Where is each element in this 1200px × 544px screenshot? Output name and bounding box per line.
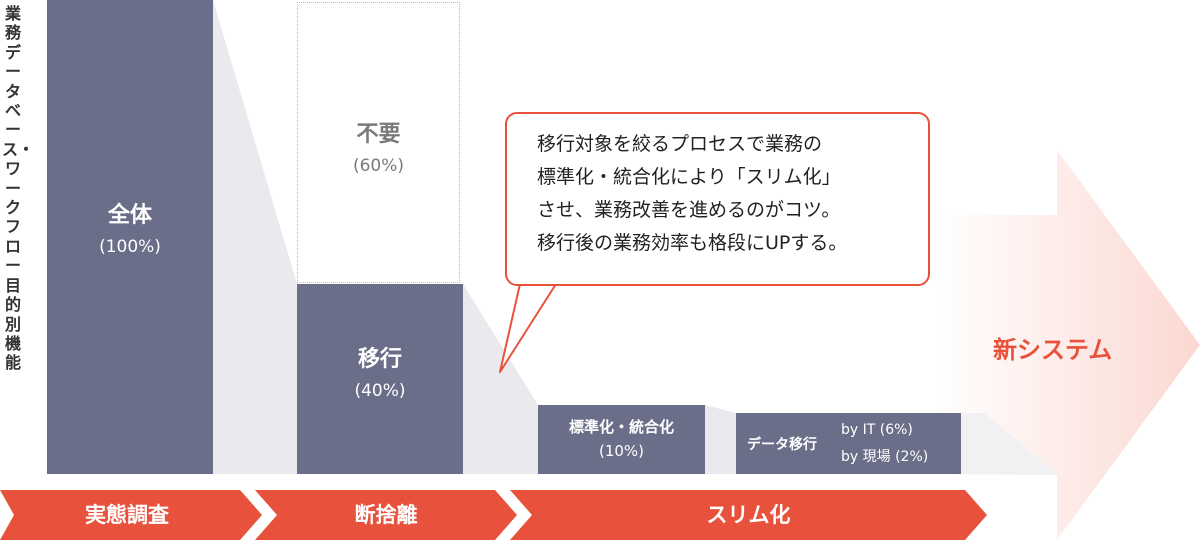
phase-arrow-1 xyxy=(0,490,262,540)
phase-arrow-3 xyxy=(510,490,987,540)
bar-data-migration: データ移行 by IT (6%) by 現場 (2%) xyxy=(736,413,961,474)
phase-arrow-2 xyxy=(255,490,517,540)
funnel-shade-3 xyxy=(705,405,736,474)
funnel-shade-4 xyxy=(961,413,1057,474)
bar-standardization: 標準化・統合化 (10%) xyxy=(538,405,705,474)
new-system-label: 新システム xyxy=(993,336,1113,364)
funnel-shade-2 xyxy=(463,284,538,474)
callout-line: 移行対象を絞るプロセスで業務の xyxy=(537,133,823,155)
bar-migration-percent: (40%) xyxy=(354,381,406,401)
bar-standardization-title: 標準化・統合化 xyxy=(568,418,674,436)
callout-line: させ、業務改善を進めるのがコツ。 xyxy=(537,199,841,221)
bar-data-migration-title: データ移行 xyxy=(747,437,817,453)
bar-unneeded-percent: (60%) xyxy=(352,156,405,176)
callout-tail xyxy=(499,283,557,373)
bar-all: 全体 (100%) xyxy=(47,0,213,474)
bar-data-migration-by-it: by IT (6%) xyxy=(841,422,913,438)
callout-bubble: 移行対象を絞るプロセスで業務の 標準化・統合化により「スリム化」 させ、業務改善… xyxy=(505,112,930,286)
bar-unneeded: 不要 (60%) xyxy=(297,2,460,283)
bar-data-migration-by-genba: by 現場 (2%) xyxy=(841,449,929,465)
bar-standardization-percent: (10%) xyxy=(598,442,645,460)
bar-all-percent: (100%) xyxy=(99,237,161,257)
phase-slim: スリム化 xyxy=(706,503,791,527)
bar-migration-title: 移行 xyxy=(357,347,402,372)
phase-survey: 実態調査 xyxy=(85,503,169,527)
funnel-shade-1 xyxy=(213,0,297,474)
bar-unneeded-title: 不要 xyxy=(356,122,401,147)
callout-line: 標準化・統合化により「スリム化」 xyxy=(537,166,841,188)
callout-line: 移行後の業務効率も格段にUPする。 xyxy=(537,232,848,254)
axis-label: 業務データベース・ワークフロー目的別機能 xyxy=(2,4,35,373)
phase-declutter: 断捨離 xyxy=(354,503,418,527)
bar-all-title: 全体 xyxy=(107,203,152,228)
bar-migration: 移行 (40%) xyxy=(297,284,463,474)
